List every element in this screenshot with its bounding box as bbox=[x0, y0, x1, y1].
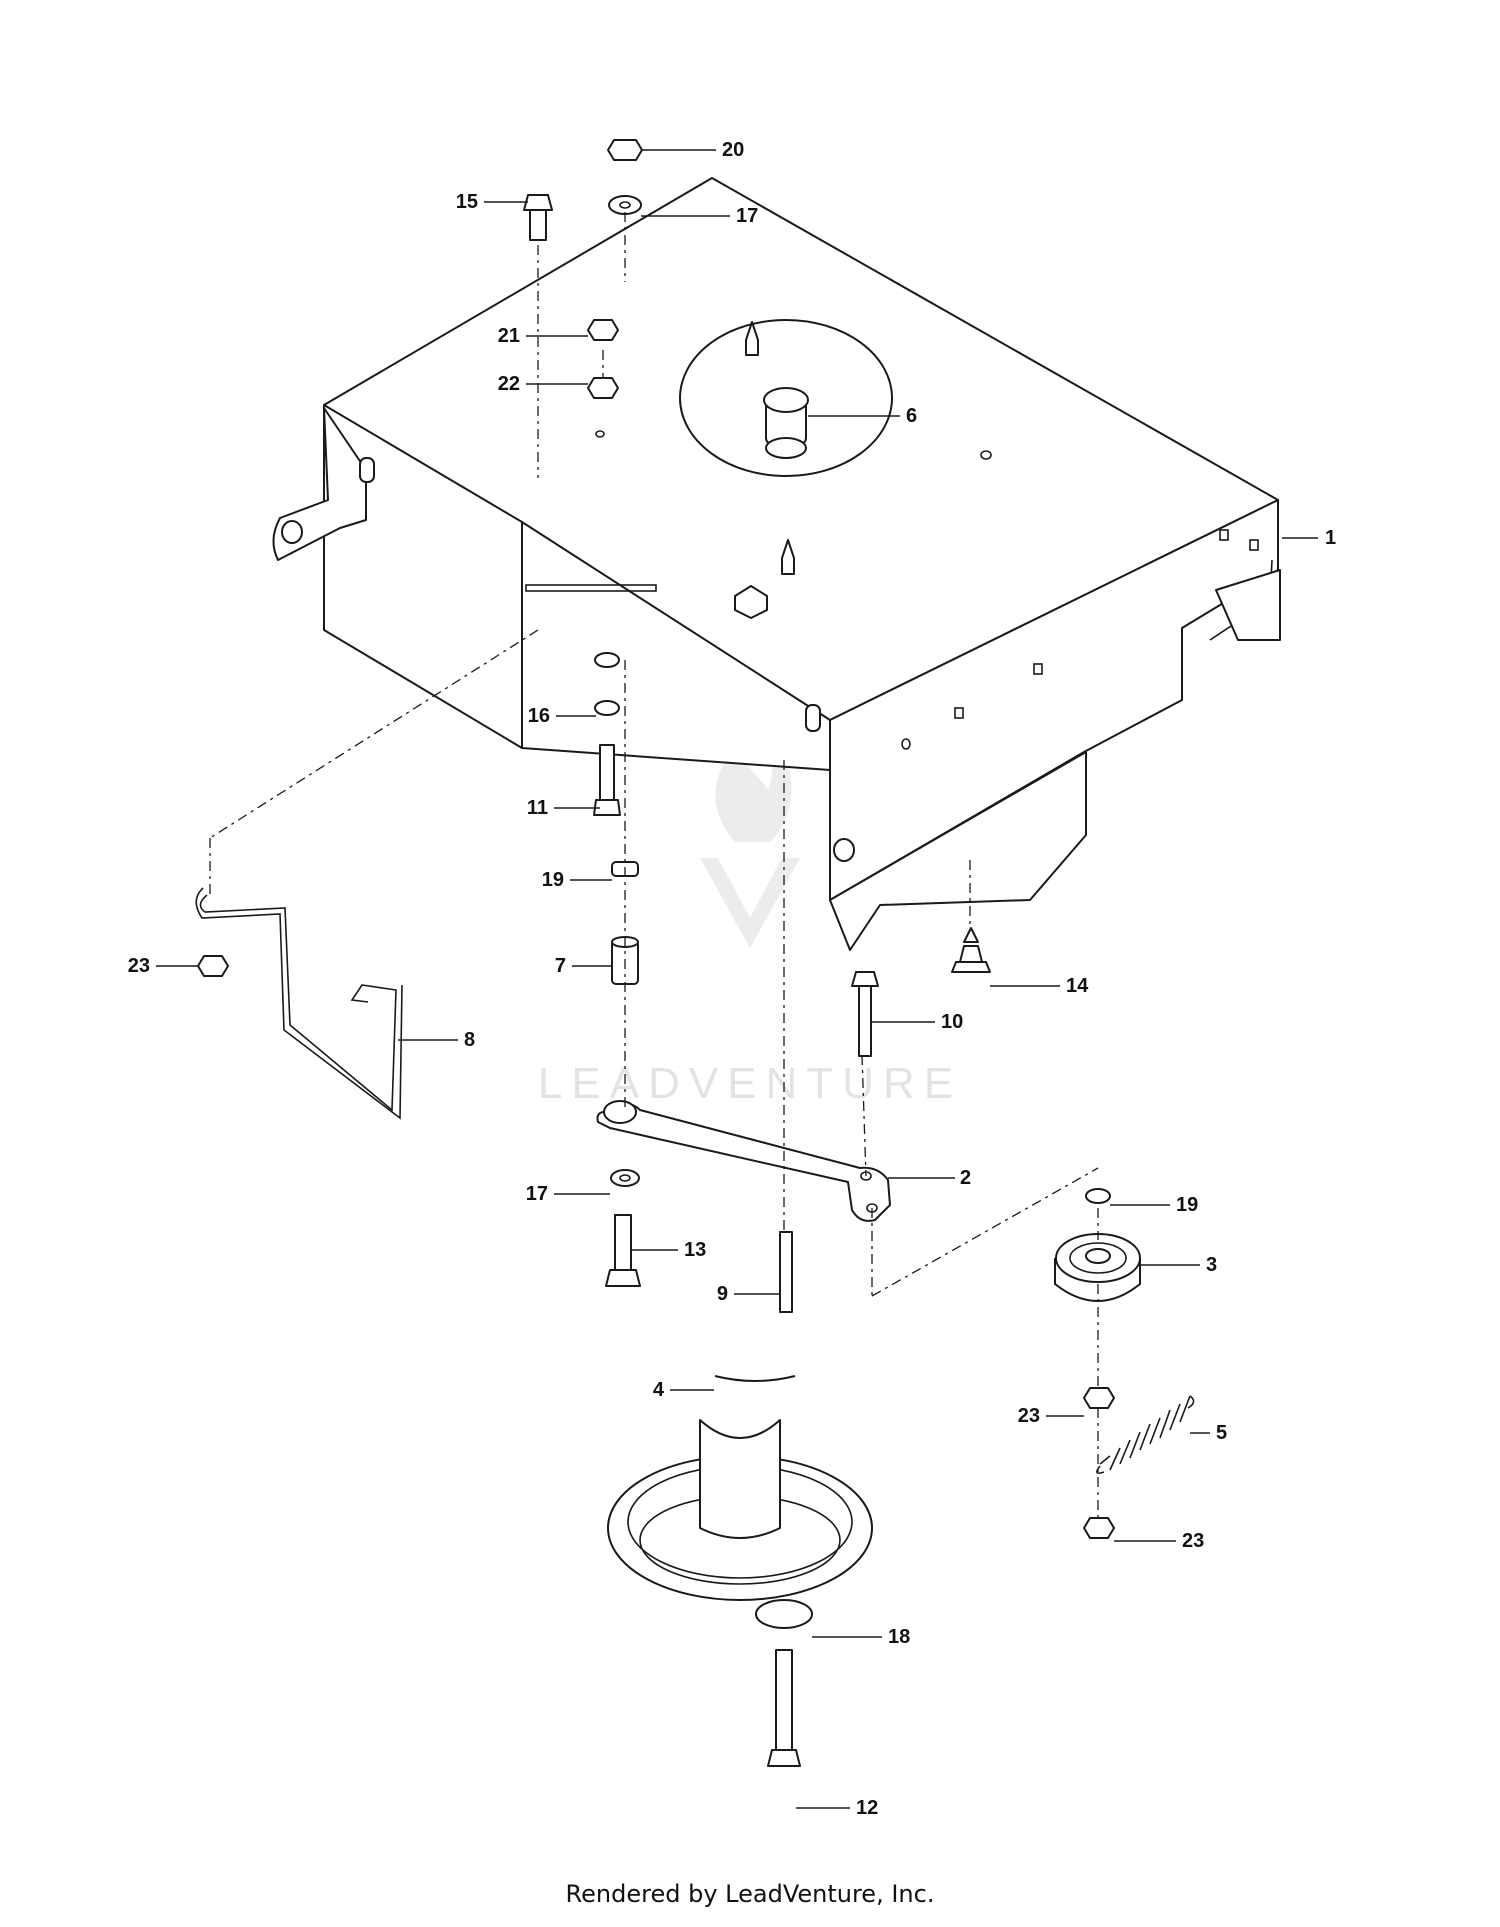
nut-part-22 bbox=[587, 377, 619, 399]
callout-19-top: 19 bbox=[542, 869, 612, 891]
callout-17-lower: 17 bbox=[526, 1183, 610, 1205]
idler-pulley-part-3 bbox=[1054, 1233, 1141, 1302]
bushing-part-6 bbox=[763, 387, 809, 413]
callout-9: 9 bbox=[717, 1283, 780, 1305]
callout-label: 6 bbox=[906, 405, 917, 427]
callout-label: 19 bbox=[542, 869, 564, 891]
idler-arm-part-2 bbox=[596, 1100, 891, 1222]
callout-label: 1 bbox=[1325, 527, 1336, 549]
callout-5: 5 bbox=[1190, 1422, 1227, 1444]
spacer-part-18 bbox=[755, 1599, 813, 1629]
spring-part-5 bbox=[1096, 1395, 1195, 1474]
callout-11: 11 bbox=[527, 797, 600, 819]
callout-13: 13 bbox=[631, 1239, 706, 1261]
callout-17-top: 17 bbox=[641, 205, 758, 227]
washer-part-16 bbox=[594, 652, 620, 716]
callout-label: 19 bbox=[1176, 1194, 1198, 1216]
callout-20: 20 bbox=[642, 139, 744, 161]
callout-label: 17 bbox=[736, 205, 758, 227]
bolt-part-13 bbox=[605, 1214, 641, 1287]
callout-label: 13 bbox=[684, 1239, 706, 1261]
callout-label: 15 bbox=[456, 191, 478, 213]
drive-pulley-part-4 bbox=[607, 1375, 873, 1601]
callout-label: 4 bbox=[653, 1379, 665, 1401]
callout-label: 22 bbox=[498, 373, 520, 395]
callout-label: 10 bbox=[941, 1011, 963, 1033]
bolt-part-15 bbox=[523, 194, 553, 241]
callout-label: 9 bbox=[717, 1283, 728, 1305]
callout-label: 12 bbox=[856, 1797, 878, 1819]
callout-label: 8 bbox=[464, 1029, 475, 1051]
watermark-text: LEADVENTURE bbox=[538, 1059, 962, 1108]
callout-label: 20 bbox=[722, 139, 744, 161]
callout-4: 4 bbox=[653, 1379, 714, 1401]
callout-2: 2 bbox=[888, 1167, 971, 1189]
callout-label: 3 bbox=[1206, 1254, 1217, 1276]
callout-6: 6 bbox=[808, 405, 917, 427]
callout-23-upper-right: 23 bbox=[1018, 1405, 1084, 1427]
callout-label: 14 bbox=[1066, 975, 1089, 997]
nut-part-23-left bbox=[197, 955, 229, 977]
callout-21: 21 bbox=[498, 325, 588, 347]
callout-16: 16 bbox=[528, 705, 596, 727]
assembly-centerlines bbox=[209, 212, 1099, 1518]
callout-10: 10 bbox=[871, 1011, 963, 1033]
nut-part-23-lower-right bbox=[1083, 1517, 1115, 1539]
callout-14: 14 bbox=[990, 975, 1089, 997]
callout-23-left: 23 bbox=[128, 955, 198, 977]
callout-7: 7 bbox=[555, 955, 612, 977]
callout-label: 11 bbox=[527, 797, 548, 819]
nut-part-20 bbox=[607, 139, 643, 161]
callout-22: 22 bbox=[498, 373, 588, 395]
callout-label: 2 bbox=[960, 1167, 971, 1189]
callout-label: 21 bbox=[498, 325, 520, 347]
bolt-part-14 bbox=[951, 927, 991, 973]
bolt-part-12 bbox=[767, 1649, 801, 1767]
callout-label: 23 bbox=[1182, 1530, 1204, 1552]
bolt-part-11 bbox=[593, 744, 621, 816]
nut-part-21 bbox=[587, 319, 619, 341]
spacer-part-19-right bbox=[1085, 1188, 1111, 1204]
callout-12: 12 bbox=[796, 1797, 878, 1819]
callout-label: 17 bbox=[526, 1183, 548, 1205]
callout-18: 18 bbox=[812, 1626, 910, 1648]
key-part-9 bbox=[779, 1231, 793, 1313]
footer-credit: Rendered by LeadVenture, Inc. bbox=[565, 1880, 935, 1908]
callout-1: 1 bbox=[1282, 527, 1336, 549]
washer-part-17-top bbox=[608, 195, 642, 215]
washer-part-17-lower bbox=[610, 1169, 640, 1187]
callout-label: 23 bbox=[1018, 1405, 1040, 1427]
callout-label: 18 bbox=[888, 1626, 910, 1648]
callout-label: 16 bbox=[528, 705, 550, 727]
callout-19-right: 19 bbox=[1110, 1194, 1198, 1216]
callout-3: 3 bbox=[1140, 1254, 1217, 1276]
callout-label: 7 bbox=[555, 955, 566, 977]
nut-part-23-upper-right bbox=[1083, 1387, 1115, 1409]
callout-label: 23 bbox=[128, 955, 150, 977]
callout-label: 5 bbox=[1216, 1422, 1227, 1444]
callout-23-lower-right: 23 bbox=[1114, 1530, 1204, 1552]
bolt-part-10 bbox=[851, 971, 879, 1057]
callout-8: 8 bbox=[398, 1029, 475, 1051]
rod-part-8 bbox=[195, 887, 403, 1120]
callout-15: 15 bbox=[456, 191, 528, 213]
